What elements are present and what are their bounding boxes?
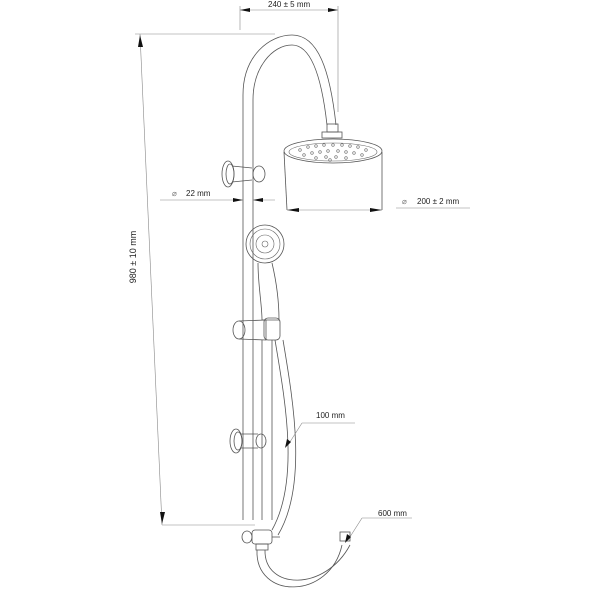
flexible-hose xyxy=(256,531,351,588)
dimension-pipe-diameter xyxy=(160,198,275,202)
slide-holder xyxy=(232,317,281,520)
dimension-overhead-reach xyxy=(239,6,339,112)
dimension-head-diameter xyxy=(287,207,470,212)
wall-bracket-lower xyxy=(229,428,267,454)
label-head-diameter: 200 ± 2 mm xyxy=(417,197,460,206)
label-total-height: 980 ± 10 mm xyxy=(128,230,138,284)
wall-bracket-upper xyxy=(221,160,266,188)
rain-shower-head xyxy=(283,131,383,211)
dimension-hose-length xyxy=(345,517,412,543)
head-diameter-symbol-icon: ⌀ xyxy=(402,197,407,206)
dimension-total-height xyxy=(135,33,275,526)
label-overhead-reach: 240 ± 5 mm xyxy=(268,0,311,9)
label-pipe-diameter: 22 mm xyxy=(186,189,211,198)
diverter-valve xyxy=(241,529,280,551)
gooseneck-arm xyxy=(242,34,339,520)
hand-shower xyxy=(245,224,285,321)
dimension-slide-travel xyxy=(285,422,355,448)
hand-shower-hose xyxy=(271,339,297,536)
label-slide-travel: 100 mm xyxy=(316,411,345,420)
label-hose-length: 600 mm xyxy=(378,509,407,518)
pipe-diameter-symbol-icon: ⌀ xyxy=(172,189,177,198)
